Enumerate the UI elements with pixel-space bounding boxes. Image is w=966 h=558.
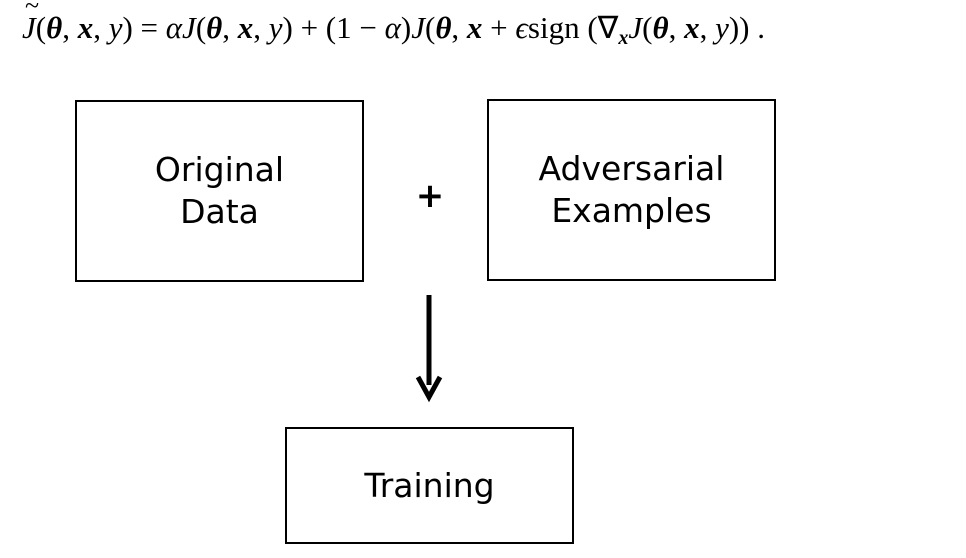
plus-sign: + xyxy=(415,176,445,216)
adversarial-examples-box: Adversarial Examples xyxy=(487,99,776,281)
training-box: Training xyxy=(285,427,574,544)
down-arrow-icon xyxy=(415,295,443,403)
formula-tilde-j: J xyxy=(22,0,39,50)
original-data-label: Original Data xyxy=(154,150,285,231)
training-label: Training xyxy=(364,465,495,505)
original-data-box: Original Data xyxy=(75,100,364,282)
loss-formula: J(θ, x, y) = αJ(θ, x, y) + (1 − α)J(θ, x… xyxy=(22,0,962,50)
adversarial-examples-label: Adversarial Examples xyxy=(538,149,725,230)
arrow-head xyxy=(415,375,443,403)
